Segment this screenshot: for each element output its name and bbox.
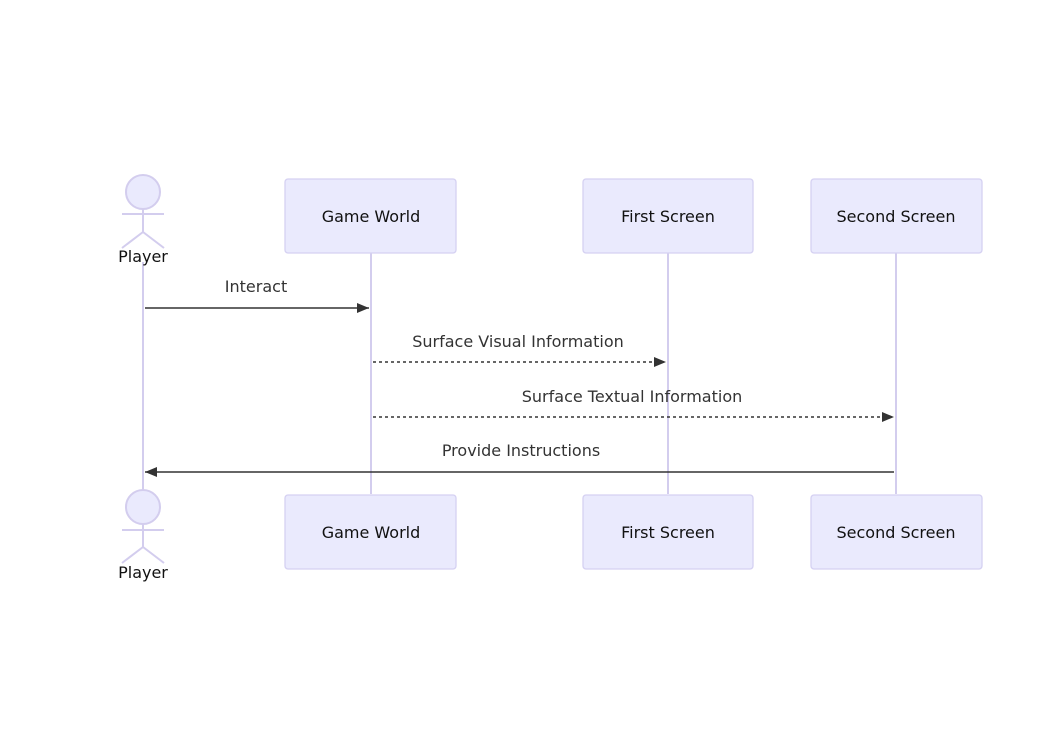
participant-first-screen-top: First Screen: [582, 178, 754, 254]
message-label: Surface Visual Information: [412, 332, 624, 351]
participant-first-screen-bottom: First Screen: [582, 494, 754, 570]
participant-game-world-bottom: Game World: [284, 494, 457, 570]
participant-label: Game World: [322, 523, 421, 542]
participant-label: Second Screen: [837, 523, 956, 542]
participant-second-screen-top: Second Screen: [810, 178, 983, 254]
message-label: Provide Instructions: [442, 441, 600, 460]
actor-player-bottom: Player: [118, 489, 168, 582]
participant-game-world-top: Game World: [284, 178, 457, 254]
participant-label: Game World: [322, 207, 421, 226]
message-surface-visual: Surface Visual Information: [373, 332, 666, 367]
actor-head-icon: [125, 489, 161, 525]
participant-label: Second Screen: [837, 207, 956, 226]
message-label: Surface Textual Information: [522, 387, 743, 406]
participant-second-screen-bottom: Second Screen: [810, 494, 983, 570]
actor-head-icon: [125, 174, 161, 210]
message-label: Interact: [225, 277, 287, 296]
actor-label-bottom: Player: [118, 563, 168, 582]
participant-label: First Screen: [621, 523, 715, 542]
actor-label-top: Player: [118, 247, 168, 266]
actor-player-top: Player: [118, 174, 168, 266]
message-provide-instructions: Provide Instructions: [145, 441, 894, 477]
participant-label: First Screen: [621, 207, 715, 226]
message-interact: Interact: [145, 277, 369, 313]
message-surface-textual: Surface Textual Information: [373, 387, 894, 422]
